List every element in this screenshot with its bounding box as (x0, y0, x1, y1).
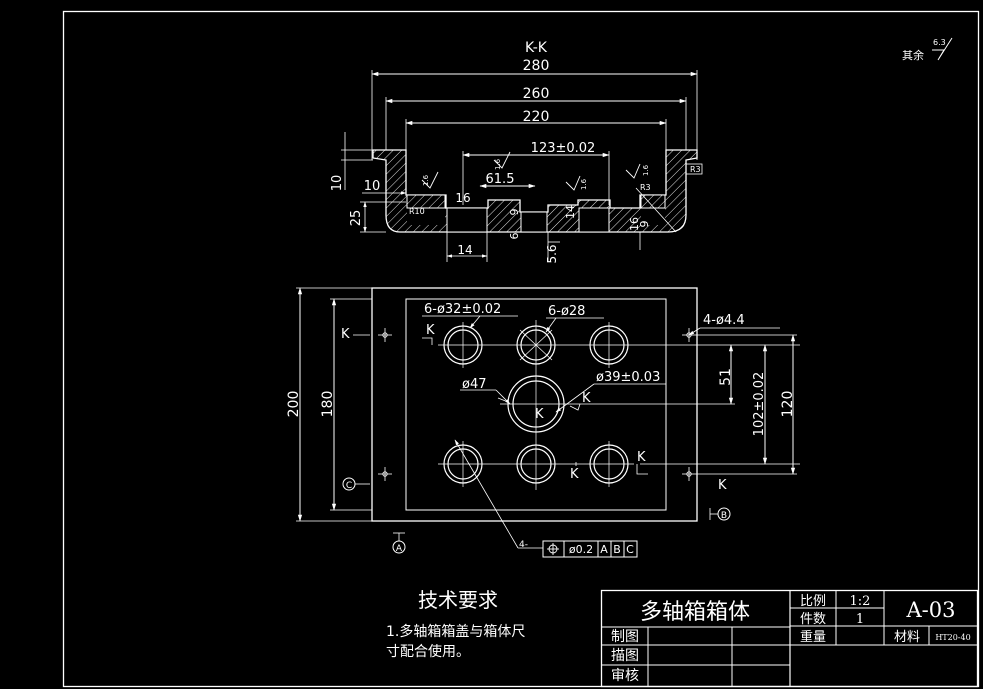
material-value: HT20-40 (935, 633, 970, 642)
feature-control-frame: ø0.2 A B C (542, 540, 638, 558)
requirements-title: 技术要求 (418, 588, 498, 612)
tolerance-ref-b: B (613, 543, 621, 556)
svg-text:1.6: 1.6 (422, 174, 430, 186)
weight-label: 重量 (800, 629, 826, 645)
technical-requirements: 技术要求 1.多轴箱箱盖与箱体尺 寸配合使用。 (386, 588, 525, 660)
material-label: 材料 (894, 630, 920, 645)
dim-280: 280 (523, 58, 550, 74)
roughness-note-value: 6.3 (933, 38, 946, 47)
center-lines (438, 320, 634, 490)
checked-by-label: 审核 (611, 668, 639, 684)
dim-123: 123±0.02 (531, 141, 596, 156)
note-holes-32: 6-ø32±0.02 (424, 302, 501, 317)
dim-61-5: 61.5 (486, 172, 515, 187)
dim-260: 260 (523, 86, 550, 102)
pin-hole-marks (378, 328, 696, 481)
dim-102: 102±0.02 (752, 372, 767, 437)
dim-120: 120 (780, 391, 796, 418)
svg-text:K: K (426, 323, 435, 338)
svg-text:K: K (570, 467, 579, 482)
dim-9-left: 9 (508, 209, 521, 216)
section-cut-marks: K K K K K K K (341, 323, 727, 493)
sheet-border (62, 10, 980, 688)
section-view: K-K 280 260 220 123±0.02 61.5 (330, 40, 703, 264)
svg-text:K: K (718, 478, 727, 493)
tolerance-ref-c: C (626, 543, 634, 556)
plan-view: 200 180 (286, 287, 800, 558)
svg-text:K: K (582, 391, 591, 406)
svg-text:C: C (346, 481, 352, 491)
roughness-note-label: 其余 (902, 48, 924, 62)
dim-16-right: 16 (628, 217, 641, 231)
qty-value: 1 (856, 612, 864, 627)
scale-label: 比例 (800, 594, 826, 609)
part-name: 多轴箱箱体 (640, 600, 750, 625)
svg-text:K: K (637, 450, 646, 465)
drawing-number: A-03 (906, 598, 956, 622)
dim-10-horizontal: 10 (364, 179, 381, 194)
svg-text:K: K (535, 407, 544, 422)
title-block: 多轴箱箱体 比例 1:2 件数 1 重量 A-03 材料 HT20-40 制图 … (600, 589, 979, 688)
dim-51: 51 (718, 368, 734, 386)
dim-16-left: 16 (455, 191, 470, 205)
svg-text:A: A (396, 544, 403, 554)
note-holes-4-4: 4-ø4.4 (703, 313, 745, 328)
dim-220: 220 (523, 109, 550, 125)
dim-9-right: 9 (638, 221, 651, 228)
svg-text:K: K (341, 327, 350, 342)
dim-200: 200 (286, 391, 302, 418)
note-holes-28: 6-ø28 (548, 304, 585, 319)
dim-14-bottom: 14 (457, 243, 472, 257)
radius-r10: R10 (409, 207, 425, 216)
qty-label: 件数 (800, 612, 826, 627)
dim-14-vertical: 14 (564, 205, 577, 219)
radius-r3-inner: R3 (640, 183, 651, 192)
requirements-line-2: 寸配合使用。 (386, 643, 470, 660)
traced-by-label: 描图 (611, 648, 639, 664)
section-title: K-K (525, 40, 548, 56)
datum-a: A (392, 532, 406, 554)
datum-c: C (342, 477, 370, 491)
dim-5-6: 5.6 (545, 244, 559, 263)
svg-text:1.6: 1.6 (494, 158, 502, 170)
requirements-line-1: 1.多轴箱箱盖与箱体尺 (386, 623, 525, 640)
tolerance-ref-a: A (600, 543, 608, 556)
dim-6: 6 (508, 233, 521, 240)
tolerance-prefix: 4- (519, 540, 528, 550)
dim-25: 25 (349, 210, 364, 227)
roughness-symbol-icon (932, 37, 953, 61)
note-phi47: ø47 (462, 377, 487, 392)
note-phi39: ø39±0.03 (596, 370, 660, 385)
datum-b: B (709, 507, 731, 521)
general-roughness-note: 其余 6.3 (902, 37, 953, 62)
dim-10-vertical: 10 (330, 175, 345, 192)
roughness-marks: 1.6 1.6 1.6 1.6 (421, 151, 650, 191)
drawn-by-label: 制图 (611, 629, 639, 645)
radius-r3-right: R3 (690, 165, 701, 174)
tolerance-value: ø0.2 (569, 543, 593, 556)
dim-180: 180 (320, 391, 336, 418)
svg-text:1.6: 1.6 (580, 178, 588, 190)
scale-value: 1:2 (850, 594, 871, 609)
svg-text:B: B (721, 511, 727, 521)
svg-text:1.6: 1.6 (642, 164, 650, 176)
